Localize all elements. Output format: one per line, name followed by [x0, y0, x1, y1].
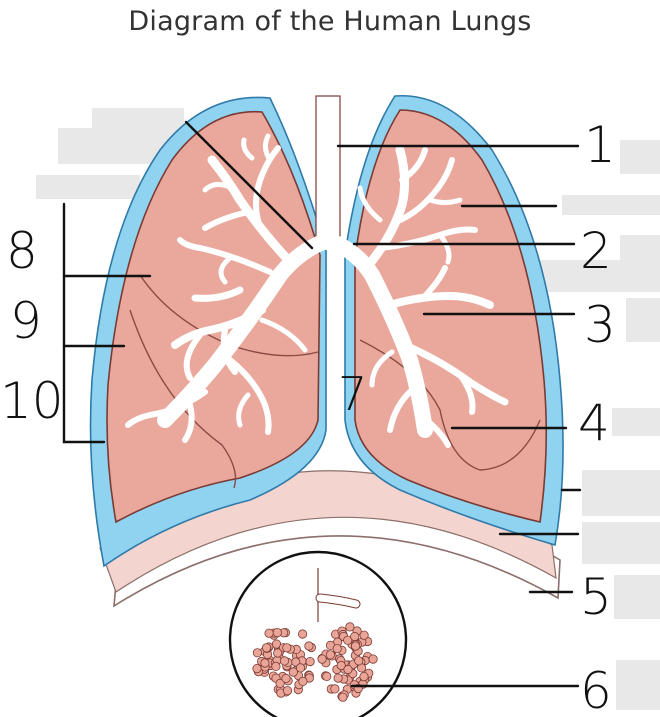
label-1: 1	[584, 116, 616, 174]
fissure-left-oblique	[129, 309, 237, 489]
label-4: 4	[578, 394, 610, 452]
label-10: 10	[0, 372, 64, 430]
number-labels: 1 2 3 4 5 6 7 8 9 10	[0, 116, 616, 717]
alveoli-inset	[228, 550, 408, 717]
bronchial-tree	[125, 95, 509, 448]
label-7: 7	[338, 367, 367, 421]
label-8: 8	[6, 222, 38, 280]
blank-box-right-mid[interactable]	[536, 260, 660, 292]
blank-box-right-bottom[interactable]	[582, 522, 660, 564]
blank-box-3[interactable]	[626, 298, 660, 342]
blank-box-6[interactable]	[616, 660, 660, 710]
label-2: 2	[580, 222, 612, 280]
label-3: 3	[584, 296, 616, 354]
label-9: 9	[10, 292, 42, 350]
blank-box-top-left-1[interactable]	[92, 108, 184, 130]
blank-box-1[interactable]	[620, 140, 660, 174]
blank-box-left[interactable]	[36, 175, 140, 199]
blank-box-5[interactable]	[614, 575, 660, 619]
blank-box-4[interactable]	[612, 408, 660, 436]
label-6: 6	[580, 662, 612, 717]
blank-box-right-lower[interactable]	[582, 470, 660, 516]
leader-lines	[62, 120, 582, 688]
diagram-title: Diagram of the Human Lungs	[128, 6, 532, 37]
hidden-label-boxes	[36, 108, 660, 710]
blank-box-right-upper[interactable]	[562, 195, 660, 215]
label-5: 5	[580, 568, 612, 626]
